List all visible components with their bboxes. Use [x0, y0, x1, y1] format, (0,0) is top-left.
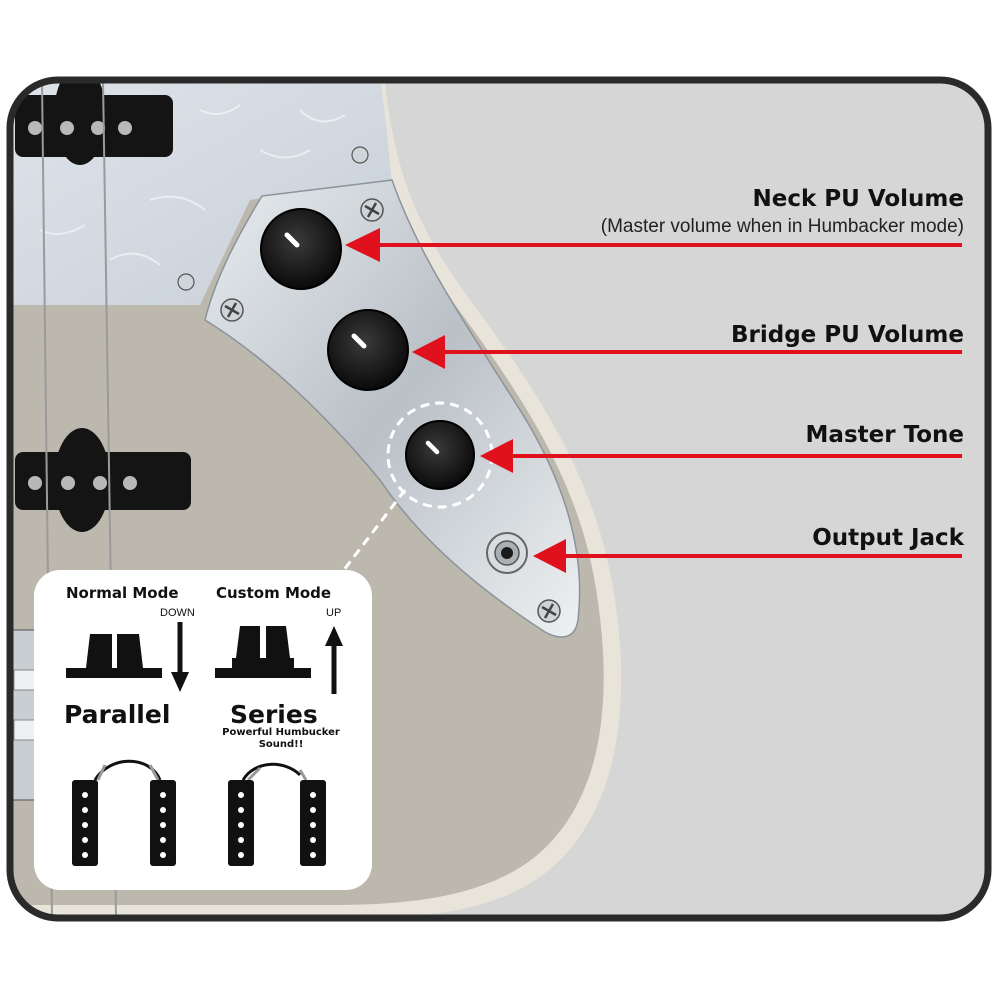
- label-neck-volume: Neck PU Volume: [752, 186, 965, 212]
- label-master-tone: Master Tone: [805, 422, 964, 448]
- custom-mode-note-line1: Powerful Humbucker: [222, 727, 340, 738]
- normal-mode-direction: DOWN: [160, 607, 195, 619]
- label-output-jack: Output Jack: [812, 525, 964, 551]
- panel-border: [6, 76, 992, 922]
- custom-mode-title: Custom Mode: [216, 584, 332, 602]
- custom-mode-wiring: Series: [230, 700, 318, 729]
- bridge-pickup: [15, 428, 191, 532]
- series-wiring-diagram: [228, 762, 326, 866]
- parallel-wiring-diagram: [72, 759, 176, 866]
- output-jack[interactable]: [486, 532, 528, 574]
- normal-mode-wiring: Parallel: [64, 700, 171, 729]
- control-plate: [204, 179, 581, 638]
- neck-volume-knob[interactable]: [260, 208, 342, 290]
- inset-leader-line: [338, 489, 407, 576]
- up-arrow-icon: [325, 626, 343, 694]
- neck-pickup: [15, 80, 173, 165]
- master-tone-knob[interactable]: [405, 420, 475, 490]
- callout-arrows: [345, 228, 962, 573]
- label-bridge-volume: Bridge PU Volume: [731, 322, 964, 348]
- series-coils-icon: [215, 626, 311, 678]
- bridge-volume-knob[interactable]: [327, 309, 409, 391]
- down-arrow-icon: [171, 622, 189, 692]
- normal-mode-title: Normal Mode: [66, 584, 179, 602]
- custom-mode-direction: UP: [326, 607, 342, 619]
- parallel-coils-icon: [66, 634, 162, 678]
- screws: [177, 146, 561, 623]
- pearl-texture: [39, 104, 346, 266]
- label-neck-volume-note: (Master volume when in Humbacker mode): [600, 216, 964, 237]
- custom-mode-note-line2: Sound!!: [258, 739, 304, 750]
